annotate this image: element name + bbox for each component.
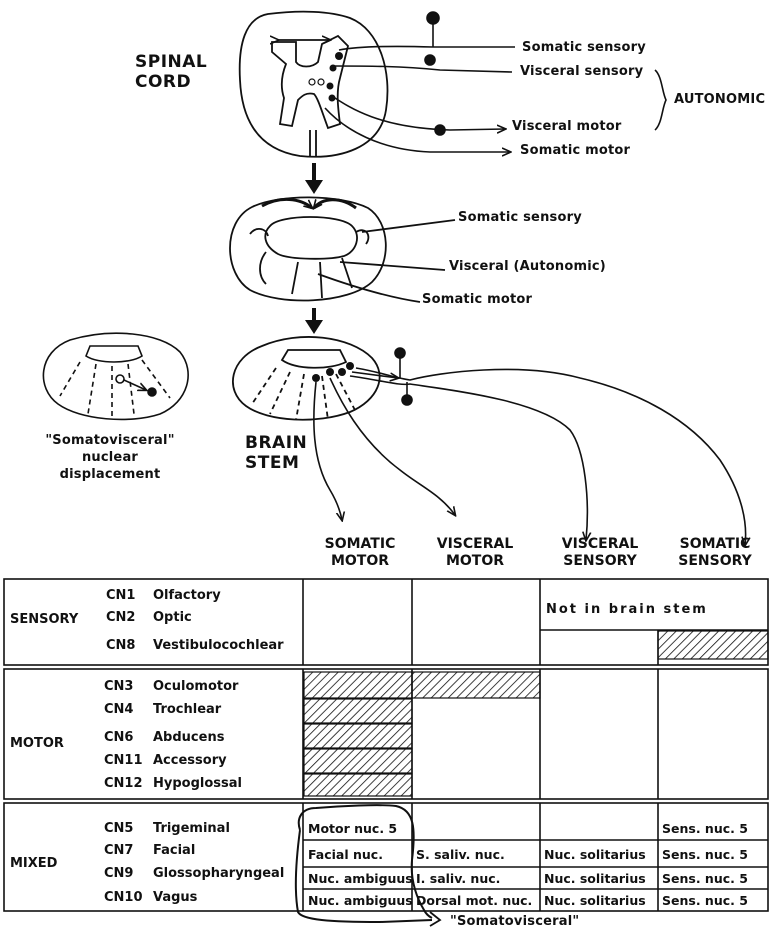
cell-cn9-somatic-sensory: Sens. nuc. 5 <box>662 871 748 886</box>
group-sensory: SENSORY <box>10 612 79 627</box>
spinal-cord-outline <box>238 10 389 158</box>
brain-stem-section <box>232 336 381 421</box>
cell-cn10-visceral-sensory: Nuc. solitarius <box>544 893 646 908</box>
cell-cn10-somatic-sensory: Sens. nuc. 5 <box>662 893 748 908</box>
nerve-cn5-name: Trigeminal <box>153 821 230 836</box>
middle-label-visceral: Visceral (Autonomic) <box>449 259 606 274</box>
spinal-fibers <box>324 11 667 152</box>
nerve-cn4-name: Trochlear <box>153 702 222 717</box>
cell-cn7-visceral-motor: S. saliv. nuc. <box>416 847 505 862</box>
group-mixed: MIXED <box>10 856 58 871</box>
cell-cn10-visceral-motor: Dorsal mot. nuc. <box>416 893 533 908</box>
nerve-cn10-id: CN10 <box>104 890 143 905</box>
nerve-cn8-id: CN8 <box>106 638 136 653</box>
cell-cn7-somatic-motor: Facial nuc. <box>308 847 383 862</box>
cell-cn5-somatic-motor: Motor nuc. 5 <box>308 821 398 836</box>
displacement-label: "Somatovisceral" nuclear displacement <box>45 433 175 482</box>
cell-cn7-visceral-sensory: Nuc. solitarius <box>544 847 646 862</box>
spinal-label-somatic-sensory: Somatic sensory <box>522 40 646 55</box>
spinal-label-somatic-motor: Somatic motor <box>520 143 631 158</box>
nerve-cn8-name: Vestibulocochlear <box>153 638 284 653</box>
autonomic-label: AUTONOMIC <box>674 92 766 107</box>
spinal-gray-matter <box>271 34 349 130</box>
cell-cn9-visceral-sensory: Nuc. solitarius <box>544 871 646 886</box>
displacement-section <box>42 332 189 421</box>
nerve-cn7-name: Facial <box>153 843 196 858</box>
nerve-cn4-id: CN4 <box>104 702 134 717</box>
spinal-label-visceral-motor: Visceral motor <box>512 119 622 134</box>
nerve-cn12-name: Hypoglossal <box>153 776 242 791</box>
not-in-brain-stem: Not in brain stem <box>546 602 708 617</box>
nerve-cn9-id: CN9 <box>104 866 134 881</box>
middle-section <box>229 196 456 303</box>
brain-stem-nuclei <box>312 362 354 382</box>
nerve-cn3-id: CN3 <box>104 679 134 694</box>
somatovisceral-footnote: "Somatovisceral" <box>450 914 580 929</box>
nerve-cn2-id: CN2 <box>106 610 136 625</box>
nerve-cn10-name: Vagus <box>153 890 198 905</box>
cell-cn9-somatic-motor: Nuc. ambiguus <box>308 871 413 886</box>
middle-label-somatic-motor: Somatic motor <box>422 292 533 307</box>
cell-cn7-somatic-sensory: Sens. nuc. 5 <box>662 847 748 862</box>
nerve-cn7-id: CN7 <box>104 843 134 858</box>
nerve-cn2-name: Optic <box>153 610 192 625</box>
somatovisceral-arrow <box>429 911 442 927</box>
down-arrow-1 <box>305 163 323 194</box>
cell-cn5-somatic-sensory: Sens. nuc. 5 <box>662 821 748 836</box>
brain-stem-fibers <box>313 347 746 545</box>
ventral-fissure <box>309 130 317 156</box>
down-arrow-2 <box>305 308 323 334</box>
nerve-cn1-id: CN1 <box>106 588 136 603</box>
spinal-cord-section <box>238 10 389 158</box>
nerve-cn3-name: Oculomotor <box>153 679 239 694</box>
middle-label-somatic-sensory: Somatic sensory <box>458 210 582 225</box>
nerve-cn11-name: Accessory <box>153 753 227 768</box>
cell-cn10-somatic-motor: Nuc. ambiguus <box>308 893 413 908</box>
nerve-cn6-name: Abducens <box>153 730 225 745</box>
nerve-cn6-id: CN6 <box>104 730 134 745</box>
nerve-cn1-name: Olfactory <box>153 588 221 603</box>
cell-cn9-visceral-motor: I. saliv. nuc. <box>416 871 501 886</box>
hatched-cells <box>303 630 769 797</box>
group-motor: MOTOR <box>10 736 64 751</box>
somatovisceral-loop <box>294 804 433 924</box>
nerve-cn11-id: CN11 <box>104 753 143 768</box>
nerve-cn12-id: CN12 <box>104 776 143 791</box>
nerve-cn5-id: CN5 <box>104 821 134 836</box>
spinal-label-visceral-sensory: Visceral sensory <box>520 64 644 79</box>
spinal-nuclei <box>308 52 343 102</box>
nerve-cn9-name: Glossopharyngeal <box>153 866 285 881</box>
